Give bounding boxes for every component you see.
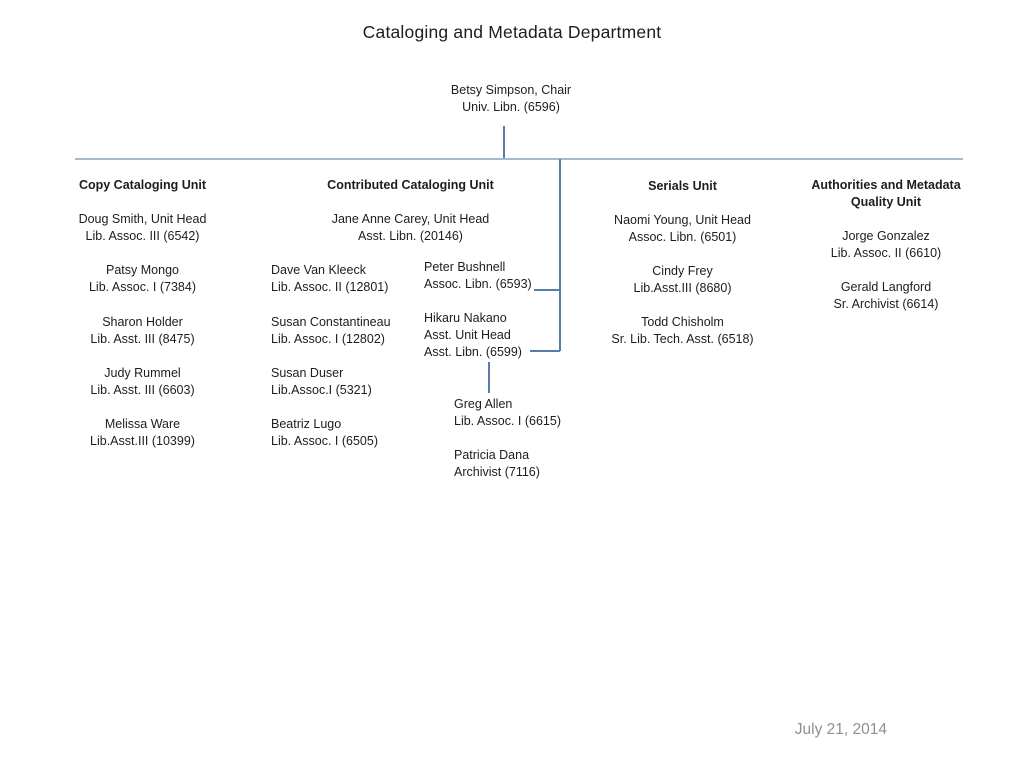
person-judy-rummel: Judy Rummel Lib. Asst. III (6603) bbox=[40, 365, 245, 399]
person-name: Sharon Holder bbox=[102, 315, 183, 329]
person-role: Asst. Unit Head bbox=[424, 328, 511, 342]
person-name: Dave Van Kleeck bbox=[271, 263, 366, 277]
person-title: Lib. Assoc. I (7384) bbox=[88, 280, 196, 294]
person-name: Jane Anne Carey, Unit Head bbox=[331, 212, 490, 226]
person-name: Betsy Simpson, Chair bbox=[450, 83, 572, 97]
person-name: Susan Constantineau bbox=[271, 315, 391, 329]
person-sharon-holder: Sharon Holder Lib. Asst. III (8475) bbox=[40, 314, 245, 348]
person-title: Lib. Assoc. I (6505) bbox=[271, 434, 379, 448]
person-title: Lib. Assoc. I (6615) bbox=[454, 414, 562, 428]
person-title: Sr. Archivist (6614) bbox=[833, 297, 939, 311]
person-name: Patsy Mongo bbox=[106, 263, 179, 277]
person-jorge-gonzalez: Jorge Gonzalez Lib. Assoc. II (6610) bbox=[794, 228, 978, 262]
person-naomi-young: Naomi Young, Unit Head Assoc. Libn. (650… bbox=[580, 212, 785, 246]
person-todd-chisholm: Todd Chisholm Sr. Lib. Tech. Asst. (6518… bbox=[580, 314, 785, 348]
person-susan-constantineau: Susan Constantineau Lib. Assoc. I (12802… bbox=[271, 314, 391, 348]
person-name: Todd Chisholm bbox=[641, 315, 724, 329]
connector-nakano-stub bbox=[530, 350, 560, 352]
person-title: Archivist (7116) bbox=[454, 465, 540, 479]
person-dave-van-kleeck: Dave Van Kleeck Lib. Assoc. II (12801) bbox=[271, 262, 388, 296]
unit-contributed-cataloging-header: Contributed Cataloging Unit bbox=[327, 178, 494, 192]
person-name: Susan Duser bbox=[271, 366, 344, 380]
person-name: Hikaru Nakano bbox=[424, 311, 507, 325]
person-title: Assoc. Libn. (6501) bbox=[628, 230, 737, 244]
unit-copy-cataloging-header: Copy Cataloging Unit bbox=[78, 178, 207, 192]
person-gerald-langford: Gerald Langford Sr. Archivist (6614) bbox=[794, 279, 978, 313]
person-title: Lib.Assoc.I (5321) bbox=[271, 383, 372, 397]
connector-main-horizontal bbox=[75, 158, 963, 160]
person-greg-allen: Greg Allen Lib. Assoc. I (6615) bbox=[454, 396, 561, 430]
person-title: Lib. Asst. III (8475) bbox=[90, 332, 195, 346]
page-title: Cataloging and Metadata Department bbox=[362, 22, 662, 42]
connector-bushnell-stub bbox=[534, 289, 560, 291]
person-name: Judy Rummel bbox=[104, 366, 181, 380]
unit-authorities-header: Authorities and Metadata Quality Unit bbox=[811, 178, 961, 209]
person-name: Gerald Langford bbox=[840, 280, 932, 294]
person-betsy-simpson: Betsy Simpson, Chair Univ. Libn. (6596) bbox=[411, 82, 611, 116]
person-jane-anne-carey: Jane Anne Carey, Unit Head Asst. Libn. (… bbox=[308, 211, 513, 245]
person-name: Patricia Dana bbox=[454, 448, 530, 462]
person-name: Naomi Young, Unit Head bbox=[614, 213, 751, 227]
person-name: Peter Bushnell bbox=[424, 260, 506, 274]
person-name: Doug Smith, Unit Head bbox=[78, 212, 207, 226]
person-name: Cindy Frey bbox=[652, 264, 713, 278]
person-hikaru-nakano: Hikaru Nakano Asst. Unit Head Asst. Libn… bbox=[424, 310, 522, 361]
connector-chair-vertical bbox=[503, 126, 505, 159]
person-title: Lib. Assoc. I (12802) bbox=[271, 332, 385, 346]
person-beatriz-lugo: Beatriz Lugo Lib. Assoc. I (6505) bbox=[271, 416, 378, 450]
person-title: Univ. Libn. (6596) bbox=[462, 100, 560, 114]
person-title: Lib.Asst.III (8680) bbox=[633, 281, 732, 295]
slide-date: July 21, 2014 bbox=[794, 721, 887, 738]
person-title: Lib. Assoc. II (6610) bbox=[830, 246, 942, 260]
person-cindy-frey: Cindy Frey Lib.Asst.III (8680) bbox=[580, 263, 785, 297]
person-patsy-mongo: Patsy Mongo Lib. Assoc. I (7384) bbox=[40, 262, 245, 296]
person-name: Jorge Gonzalez bbox=[842, 229, 930, 243]
person-title: Asst. Libn. (6599) bbox=[424, 345, 522, 359]
person-melissa-ware: Melissa Ware Lib.Asst.III (10399) bbox=[40, 416, 245, 450]
person-patricia-dana: Patricia Dana Archivist (7116) bbox=[454, 447, 540, 481]
person-title: Asst. Libn. (20146) bbox=[358, 229, 463, 243]
person-doug-smith: Doug Smith, Unit Head Lib. Assoc. III (6… bbox=[40, 211, 245, 245]
connector-nakano-reports-vertical bbox=[488, 362, 490, 393]
person-name: Melissa Ware bbox=[104, 417, 181, 431]
person-susan-duser: Susan Duser Lib.Assoc.I (5321) bbox=[271, 365, 372, 399]
person-peter-bushnell: Peter Bushnell Assoc. Libn. (6593) bbox=[424, 259, 532, 293]
person-title: Lib. Assoc. II (12801) bbox=[271, 280, 389, 294]
person-title: Assoc. Libn. (6593) bbox=[424, 277, 532, 291]
person-name: Greg Allen bbox=[454, 397, 513, 411]
person-name: Beatriz Lugo bbox=[271, 417, 342, 431]
unit-serials-header: Serials Unit bbox=[648, 179, 717, 193]
person-title: Lib.Asst.III (10399) bbox=[90, 434, 195, 448]
person-title: Lib. Assoc. III (6542) bbox=[85, 229, 200, 243]
person-title: Lib. Asst. III (6603) bbox=[90, 383, 195, 397]
connector-branch-vertical bbox=[559, 159, 561, 351]
person-title: Sr. Lib. Tech. Asst. (6518) bbox=[611, 332, 754, 346]
